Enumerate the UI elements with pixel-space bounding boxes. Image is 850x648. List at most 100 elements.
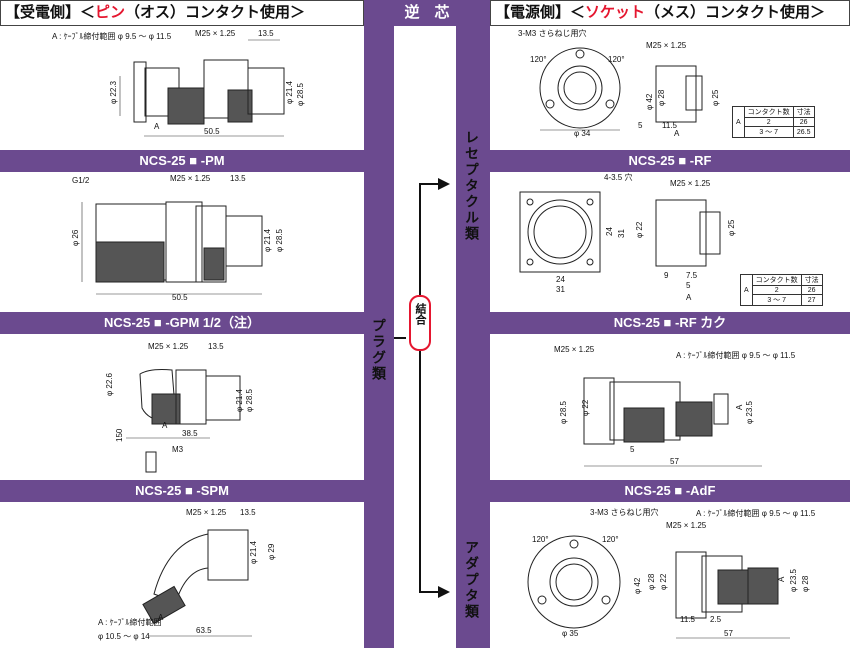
adf-d5: 5 (630, 445, 635, 454)
rp-d25: 2.5 (710, 615, 722, 624)
rf-table-cell: 3 ～ 7 (743, 126, 794, 138)
spm-d214: φ 21.4 (235, 388, 244, 412)
rfk-d31v: 31 (617, 229, 626, 238)
left-drawing-3: M25 × 1.25 13.5 φ 22.6 φ 21.4 φ 28.5 150… (0, 334, 364, 480)
rfk-flange (519, 191, 601, 273)
right-drawing-1: 3-M3 さらねじ用穴 120° 120° φ 34 M25 × 1.25 φ … (490, 26, 850, 150)
adf-d285: φ 28.5 (559, 400, 568, 424)
header-left-red: ピン (95, 4, 126, 21)
header-right-bracket: 【電源側】 (495, 4, 571, 21)
pm-thread: M25 × 1.25 (195, 29, 236, 38)
adf-d235: φ 23.5 (745, 400, 754, 424)
adf-a: A (735, 404, 744, 410)
arrow-lower-head (438, 586, 450, 598)
band-spm: NCS-25 ■ -SPM (0, 480, 364, 502)
rfk-tail (699, 211, 721, 255)
band-rf-kaku: NCS-25 ■ -RF カク (490, 312, 850, 334)
rfk-table-cell: 26 (800, 285, 823, 295)
spm-d385: 38.5 (182, 429, 198, 438)
rfk-table: A コンタクト数 寸法 2 26 3 ～ 7 27 (740, 274, 823, 306)
rp-d235: φ 23.5 (789, 568, 798, 592)
band-rf: NCS-25 ■ -RF (490, 150, 850, 172)
lp-drawing: M25 × 1.25 13.5 φ 21.4 φ 29 63.5 A : ｹｰﾌ… (98, 508, 276, 641)
rf-hole: 3-M3 さらねじ用穴 (518, 28, 586, 38)
rfk-table-head-1: コンタクト数 (751, 274, 802, 286)
rf-drawing: 3-M3 さらねじ用穴 120° 120° φ 34 M25 × 1.25 φ … (518, 28, 720, 138)
lp-d29: φ 29 (267, 543, 276, 560)
header-left-bracket: 【受電側】 (5, 4, 81, 21)
rp-d115: 11.5 (680, 615, 696, 624)
rf-d25: φ 25 (711, 89, 720, 106)
header-right: 【電源側】＜ソケット（メス）コンタクト使用＞ (490, 0, 850, 26)
spm-pin-shell (205, 375, 241, 421)
receptacle-column (456, 26, 490, 336)
rp-front (675, 551, 707, 619)
rfk-thread: M25 × 1.25 (670, 179, 711, 188)
gpm-d285: φ 28.5 (275, 228, 284, 252)
header-center-label: 逆 芯 (404, 4, 450, 21)
spm-thread: M25 × 1.25 (148, 342, 189, 351)
lp-d214: φ 21.4 (249, 540, 258, 564)
lp-length: 63.5 (196, 626, 212, 635)
band-pm: NCS-25 ■ -PM (0, 150, 364, 172)
rfk-table-cell: 27 (800, 294, 823, 306)
rp-a: A (777, 576, 786, 582)
rfk-hole: 4-3.5 穴 (604, 172, 632, 182)
rf-bore (557, 65, 603, 111)
rfk-bore (527, 199, 593, 265)
rp-d28r: φ 28 (801, 575, 810, 592)
right-drawing-3: M25 × 1.25 A : ｹｰﾌﾞﾙ締付範囲 φ 9.5 ～ φ 11.5 … (490, 334, 850, 480)
left-drawing-1: A : ｹｰﾌﾞﾙ締付範囲 φ 9.5 ～ φ 11.5 M25 × 1.25 … (0, 26, 364, 150)
rfk-d22: φ 22 (635, 221, 644, 238)
rf-d5: 5 (638, 121, 643, 130)
rp-angle1: 120° (532, 535, 549, 544)
rf-d34: φ 34 (574, 129, 591, 138)
rfk-drawing: 4-3.5 穴 24 31 24 31 M25 × 1.25 φ 22 φ 25… (519, 172, 736, 302)
connection-arrows (394, 178, 450, 598)
lp-cable-range-2: φ 10.5 ～ φ 14 (98, 632, 150, 641)
spm-d226: φ 22.6 (105, 372, 114, 396)
rf-table-head-1: コンタクト数 (743, 106, 794, 118)
adf-d22: φ 22 (581, 399, 590, 416)
adapter-label: アダプタ類 (464, 540, 480, 620)
rp-d28: φ 28 (647, 573, 656, 590)
rf-flange (539, 47, 621, 129)
rp-d22: φ 22 (659, 573, 668, 590)
rp-inner (555, 563, 593, 601)
gpm-d1: 13.5 (230, 174, 246, 183)
rf-tail (685, 75, 703, 111)
receptacle-label: レセプタクル類 (464, 130, 480, 242)
arrow-lower-line (419, 351, 446, 593)
spm-a: A (162, 421, 168, 430)
pm-knurl-1 (167, 87, 205, 125)
arrow-upper-head (438, 178, 450, 190)
adf-drawing: M25 × 1.25 A : ｹｰﾌﾞﾙ締付範囲 φ 9.5 ～ φ 11.5 … (554, 345, 796, 467)
pm-drawing: A : ｹｰﾌﾞﾙ締付範囲 φ 9.5 ～ φ 11.5 M25 × 1.25 … (52, 29, 305, 137)
spm-d285: φ 28.5 (245, 388, 254, 412)
pm-d214: φ 21.4 (285, 80, 294, 104)
gpm-collar (165, 201, 203, 283)
header-center: 逆 芯 (364, 0, 490, 26)
rfk-d75: 7.5 (686, 271, 698, 280)
rf-screw-1 (575, 49, 585, 59)
rfk-table-head-2: 寸法 (800, 274, 823, 286)
gpm-knurl-2 (203, 247, 225, 281)
connect-badge-label: 結合 (414, 303, 426, 325)
rfk-table-a: A (740, 274, 753, 306)
gpm-g: G1/2 (72, 176, 90, 185)
rfk-d31h: 31 (556, 285, 565, 294)
rf-screw-3 (605, 99, 615, 109)
rf-angle2: 120° (608, 55, 625, 64)
rfk-d5: 5 (686, 281, 691, 290)
adf-knurl-2 (675, 401, 713, 437)
rfk-table-cell: 3 ～ 7 (751, 294, 802, 306)
band-adf: NCS-25 ■ -AdF (490, 480, 850, 502)
rfk-inner (533, 205, 587, 259)
header-right-red: ソケット (585, 4, 646, 21)
left-drawing-4: M25 × 1.25 13.5 φ 21.4 φ 29 63.5 A : ｹｰﾌ… (0, 502, 364, 648)
rp-bore (549, 557, 599, 607)
rf-a: A (674, 129, 680, 138)
lp-coupling (207, 529, 249, 581)
lp-thread: M25 × 1.25 (186, 508, 227, 517)
rfk-d24v: 24 (605, 227, 614, 236)
